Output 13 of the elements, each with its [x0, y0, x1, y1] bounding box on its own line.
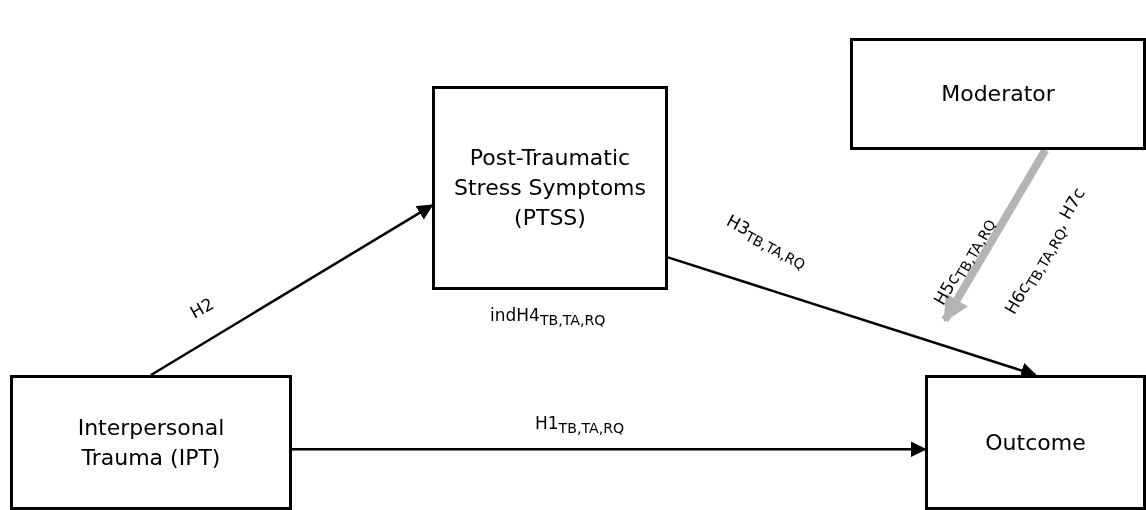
variable-box: [10, 375, 292, 510]
box-label: Post-Traumatic Stress Symptoms (PTSS): [453, 144, 647, 232]
edge-label: H2: [186, 293, 218, 323]
variable-box: [925, 375, 1146, 510]
variable-box: [850, 38, 1146, 150]
box-label: Outcome: [985, 428, 1086, 457]
box-label: Interpersonal Trauma (IPT): [76, 413, 226, 472]
arrow: [150, 204, 434, 377]
edge-label: H1$_{TB,TA,RQ}$: [535, 413, 625, 437]
variable-box: [432, 86, 668, 290]
arrow: [292, 441, 927, 458]
effect-label: indH4$_{TB,TA,RQ}$: [490, 305, 606, 329]
box-label: Moderator: [941, 80, 1055, 109]
